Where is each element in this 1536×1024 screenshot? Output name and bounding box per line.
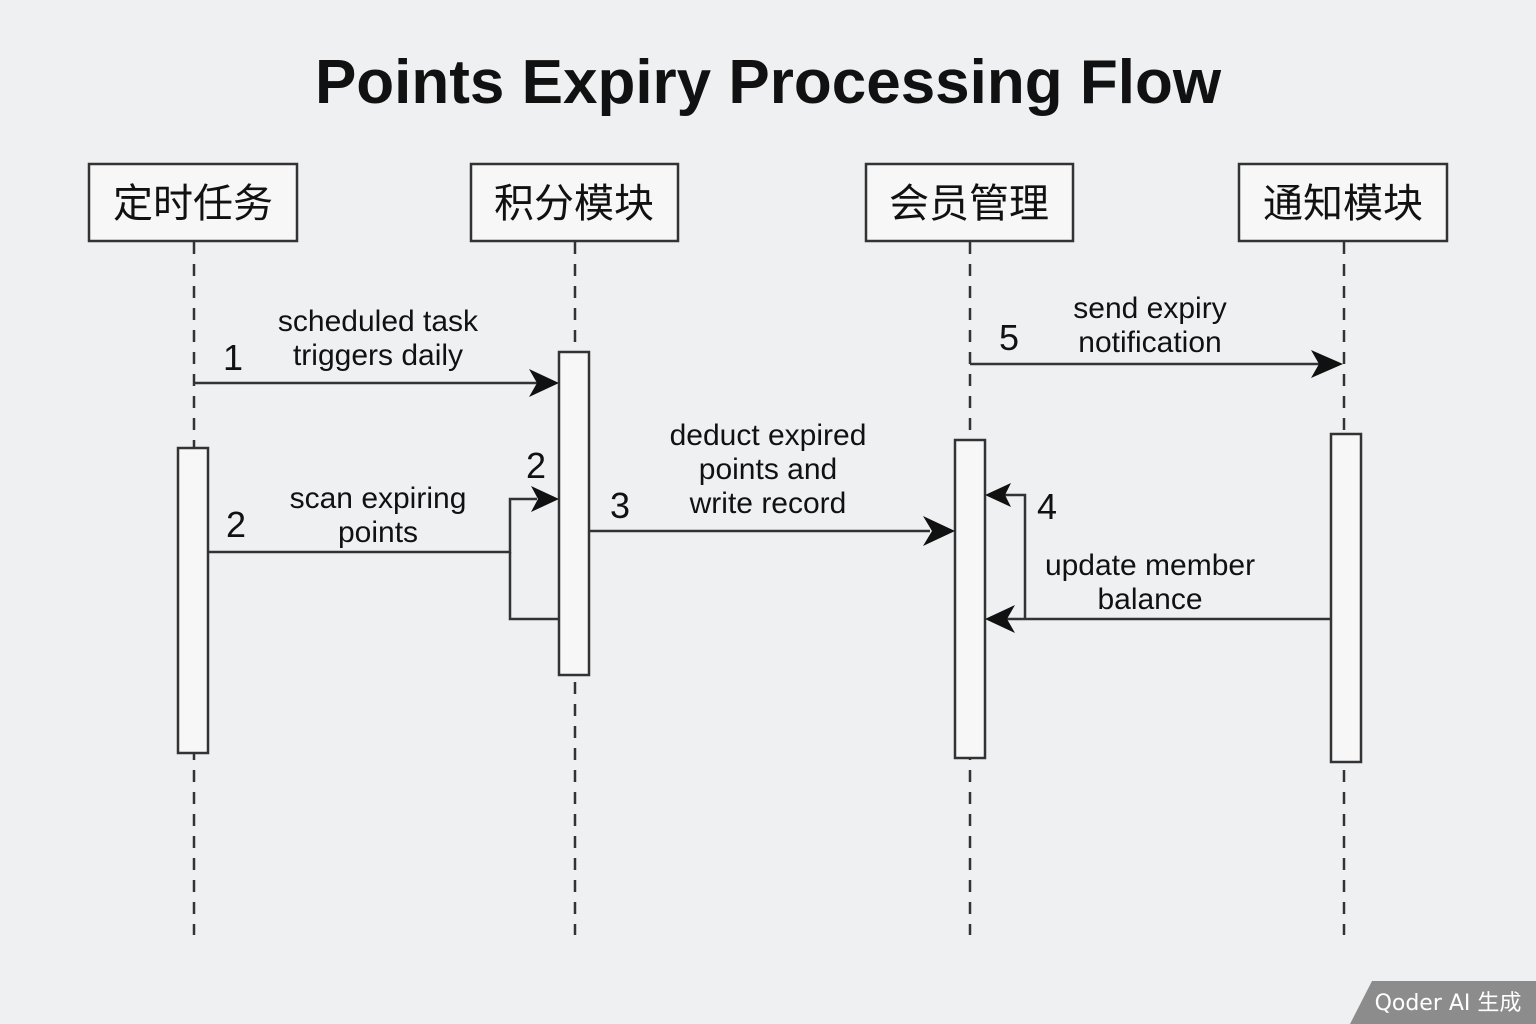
participant-box bbox=[1237, 162, 1449, 243]
participant-notify: 通知模块 bbox=[1237, 162, 1449, 243]
message-5-step: 5 bbox=[999, 317, 1019, 358]
self-call-line bbox=[508, 552, 559, 621]
message-2-label-line-1: scan expiring bbox=[290, 482, 467, 515]
activation-scheduler bbox=[176, 446, 210, 755]
participant-label: 积分模块 bbox=[494, 181, 654, 227]
message-3-label-line-2: points and bbox=[699, 453, 837, 486]
message-2-self-call: 2 bbox=[508, 445, 559, 621]
participant-label: 会员管理 bbox=[889, 181, 1049, 227]
message-2: 2 scan expiring points bbox=[208, 482, 559, 554]
participant-box bbox=[864, 162, 1075, 243]
message-1-label-line-2: triggers daily bbox=[293, 339, 463, 372]
self-call-step: 2 bbox=[526, 445, 546, 486]
message-1-label-line-1: scheduled task bbox=[278, 305, 479, 338]
message-3-label-line-3: write record bbox=[689, 487, 847, 520]
arrowhead-icon bbox=[923, 516, 955, 546]
message-2-line bbox=[208, 497, 537, 554]
message-3: 3 deduct expired points and write record bbox=[589, 419, 955, 546]
arrowhead-icon bbox=[529, 369, 559, 397]
activation-notify bbox=[1329, 432, 1363, 764]
participant-label: 定时任务 bbox=[113, 181, 273, 227]
arrowhead-icon bbox=[985, 483, 1011, 507]
message-2-label-line-2: points bbox=[338, 516, 418, 549]
arrowhead-icon bbox=[1311, 350, 1343, 378]
participant-scheduler: 定时任务 bbox=[87, 162, 299, 243]
watermark: Qoder AI 生成 bbox=[1350, 981, 1536, 1024]
participant-member: 会员管理 bbox=[864, 162, 1075, 243]
message-5: 5 send expiry notification bbox=[970, 292, 1343, 378]
message-5-label-line-2: notification bbox=[1078, 326, 1221, 359]
participant-box bbox=[469, 162, 680, 243]
message-2-step: 2 bbox=[226, 504, 246, 545]
activation-member bbox=[953, 438, 987, 760]
message-4-step: 4 bbox=[1037, 486, 1057, 527]
participant-box bbox=[87, 162, 299, 243]
watermark-text: Qoder AI 生成 bbox=[1375, 991, 1522, 1016]
message-5-label-line-1: send expiry bbox=[1073, 292, 1226, 325]
message-4-label-line-2: balance bbox=[1097, 583, 1202, 616]
message-4: 4 update member balance bbox=[985, 483, 1331, 633]
message-3-step: 3 bbox=[610, 485, 630, 526]
message-1-step: 1 bbox=[223, 337, 243, 378]
message-4-label-line-1: update member bbox=[1045, 549, 1255, 582]
message-1: 1 scheduled task triggers daily bbox=[194, 305, 559, 397]
watermark-background bbox=[1350, 981, 1536, 1024]
diagram-title: Points Expiry Processing Flow bbox=[315, 48, 1222, 117]
message-4-elbow-line bbox=[1003, 493, 1027, 619]
activation-points bbox=[557, 350, 591, 677]
arrowhead-icon bbox=[985, 605, 1015, 633]
participant-label: 通知模块 bbox=[1263, 181, 1423, 227]
participant-points: 积分模块 bbox=[469, 162, 680, 243]
message-3-label-line-1: deduct expired bbox=[670, 419, 867, 452]
arrowhead-icon bbox=[531, 486, 559, 512]
